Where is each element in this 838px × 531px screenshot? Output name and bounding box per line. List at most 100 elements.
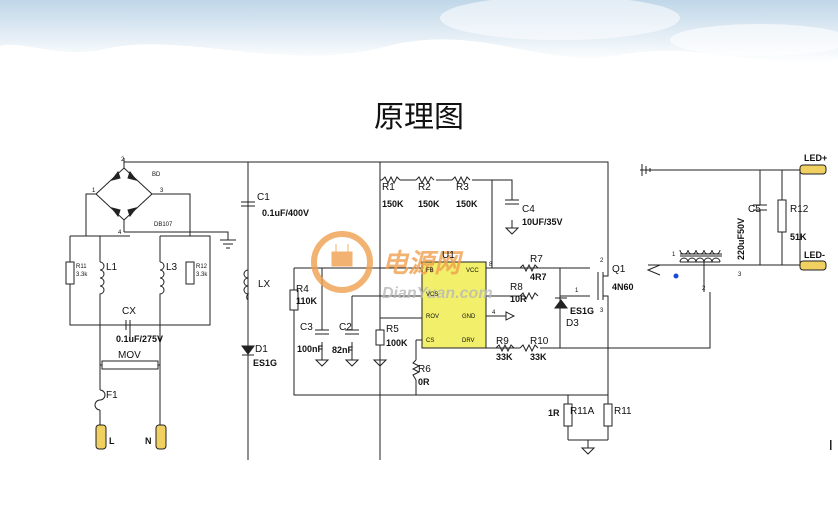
- ground-c2: [344, 359, 360, 367]
- r8-zigzag: [519, 291, 539, 301]
- zigzag-resistors: [94, 162, 767, 455]
- c2-plates: [345, 329, 359, 335]
- watermark-logo-icon: [311, 231, 373, 293]
- r3-name: R3: [456, 182, 469, 193]
- r1-name: R1: [382, 182, 395, 193]
- transformer-pin3: 3: [738, 272, 742, 278]
- ground-r5: [372, 359, 388, 367]
- d1-name: D1: [255, 344, 268, 355]
- terminal-l: [95, 424, 107, 450]
- scroll-marker: [830, 440, 832, 450]
- out-arrow: [646, 264, 661, 276]
- r11a-body: [563, 403, 573, 427]
- ground-top-right: [641, 164, 651, 176]
- terminals: [95, 164, 827, 450]
- bridge-diode-1: [110, 170, 121, 181]
- r10-name: R10: [530, 336, 549, 347]
- r9-value: 33K: [496, 352, 513, 362]
- terminal-led-minus: [799, 260, 827, 271]
- bridge-diode-4: [127, 207, 138, 218]
- u1-pin-cs: CS: [426, 338, 434, 344]
- r11-body: [603, 403, 613, 427]
- r5-value: 100K: [386, 338, 408, 348]
- r-l3-name: R12: [196, 264, 208, 270]
- r3-value: 150K: [456, 199, 478, 209]
- terminal-n: [155, 424, 167, 450]
- f1-fuse: [94, 389, 106, 411]
- bridge-pin2: 2: [121, 157, 125, 163]
- c5-name: C5: [748, 204, 761, 215]
- ground-c3: [314, 359, 330, 367]
- transformer-pin1: 1: [672, 252, 676, 258]
- u1-pin-gnd: GND: [462, 314, 476, 320]
- pin-label-2: 2: [600, 258, 604, 264]
- r2-zigzag: [415, 175, 435, 185]
- r2-name: R2: [418, 182, 431, 193]
- bridge-diode-2: [127, 170, 138, 181]
- c4-value: 10UF/35V: [522, 217, 563, 227]
- r11-left-resistor: [65, 261, 75, 285]
- u1-name: U1: [442, 250, 455, 261]
- transformer-dot: [673, 273, 679, 279]
- r9-zigzag: [495, 343, 515, 353]
- r6-zigzag: [411, 359, 421, 381]
- d3-value: ES1G: [570, 306, 594, 316]
- pin-label-8: 8: [489, 262, 493, 268]
- mov-body: [101, 360, 159, 370]
- q1-value: 4N60: [612, 282, 634, 292]
- l1-coil: [99, 261, 105, 300]
- r8-value: 10R: [510, 294, 527, 304]
- c4-plates: [505, 199, 519, 205]
- c2-name: C2: [339, 322, 352, 333]
- ground-gnd: [505, 311, 516, 321]
- cx-name: CX: [122, 306, 136, 317]
- term-l-name: L: [109, 436, 115, 446]
- r12-left-resistor: [185, 261, 195, 285]
- r6-value: 0R: [418, 377, 430, 387]
- bridge-part: DB107: [154, 222, 173, 228]
- r6-name: R6: [418, 364, 431, 375]
- component-labels: BD DB107 2 1 3 4 C1 0.1uF/400V LX D1 ES1…: [76, 153, 827, 446]
- r11a-name: R11A: [570, 406, 595, 417]
- bridge-pin4: 4: [118, 230, 122, 236]
- u1-pin-vcc: VCC: [466, 268, 479, 274]
- r-l1-name: R11: [76, 264, 87, 270]
- u1-pin-drv: DRV: [462, 338, 475, 344]
- f1-name: F1: [106, 390, 118, 401]
- r5-body: [375, 329, 385, 346]
- bridge-pin1: 1: [92, 188, 96, 194]
- watermark-en: DianYuan.com: [382, 285, 493, 302]
- r10-value: 33K: [530, 352, 547, 362]
- r12-name: R12: [790, 204, 809, 215]
- r10-zigzag: [519, 343, 539, 353]
- r11-name: R11: [614, 406, 632, 417]
- bridge-diode-3: [110, 207, 121, 218]
- c1-name: C1: [257, 192, 270, 203]
- led-minus-label: LED-: [804, 250, 825, 260]
- c3-plates: [315, 329, 329, 335]
- c3-value: 100nF: [297, 344, 324, 354]
- d3-diode: [554, 299, 568, 309]
- r1-zigzag: [381, 175, 401, 185]
- diodes: [110, 170, 679, 356]
- cx-value: 0.1uF/275V: [116, 334, 163, 344]
- ground-c4: [504, 227, 520, 235]
- r-l1-value: 3.3k: [76, 272, 88, 278]
- lx-coil: [243, 269, 250, 301]
- r7-name: R7: [530, 254, 543, 265]
- u1-pin-fb: FB: [426, 268, 434, 274]
- ground-r11: [580, 447, 596, 455]
- r8-name: R8: [510, 282, 523, 293]
- c4-name: C4: [522, 204, 535, 215]
- r12-body: [777, 199, 787, 233]
- r-l3-value: 3.3k: [196, 272, 208, 278]
- u1-ic-body: [421, 261, 487, 349]
- term-n-name: N: [145, 436, 152, 446]
- bridge-name: BD: [152, 172, 161, 178]
- q1-name: Q1: [612, 264, 626, 275]
- r2-value: 150K: [418, 199, 440, 209]
- watermark: 电源网 DianYuan.com: [311, 231, 493, 302]
- c2-value: 82nF: [332, 345, 354, 355]
